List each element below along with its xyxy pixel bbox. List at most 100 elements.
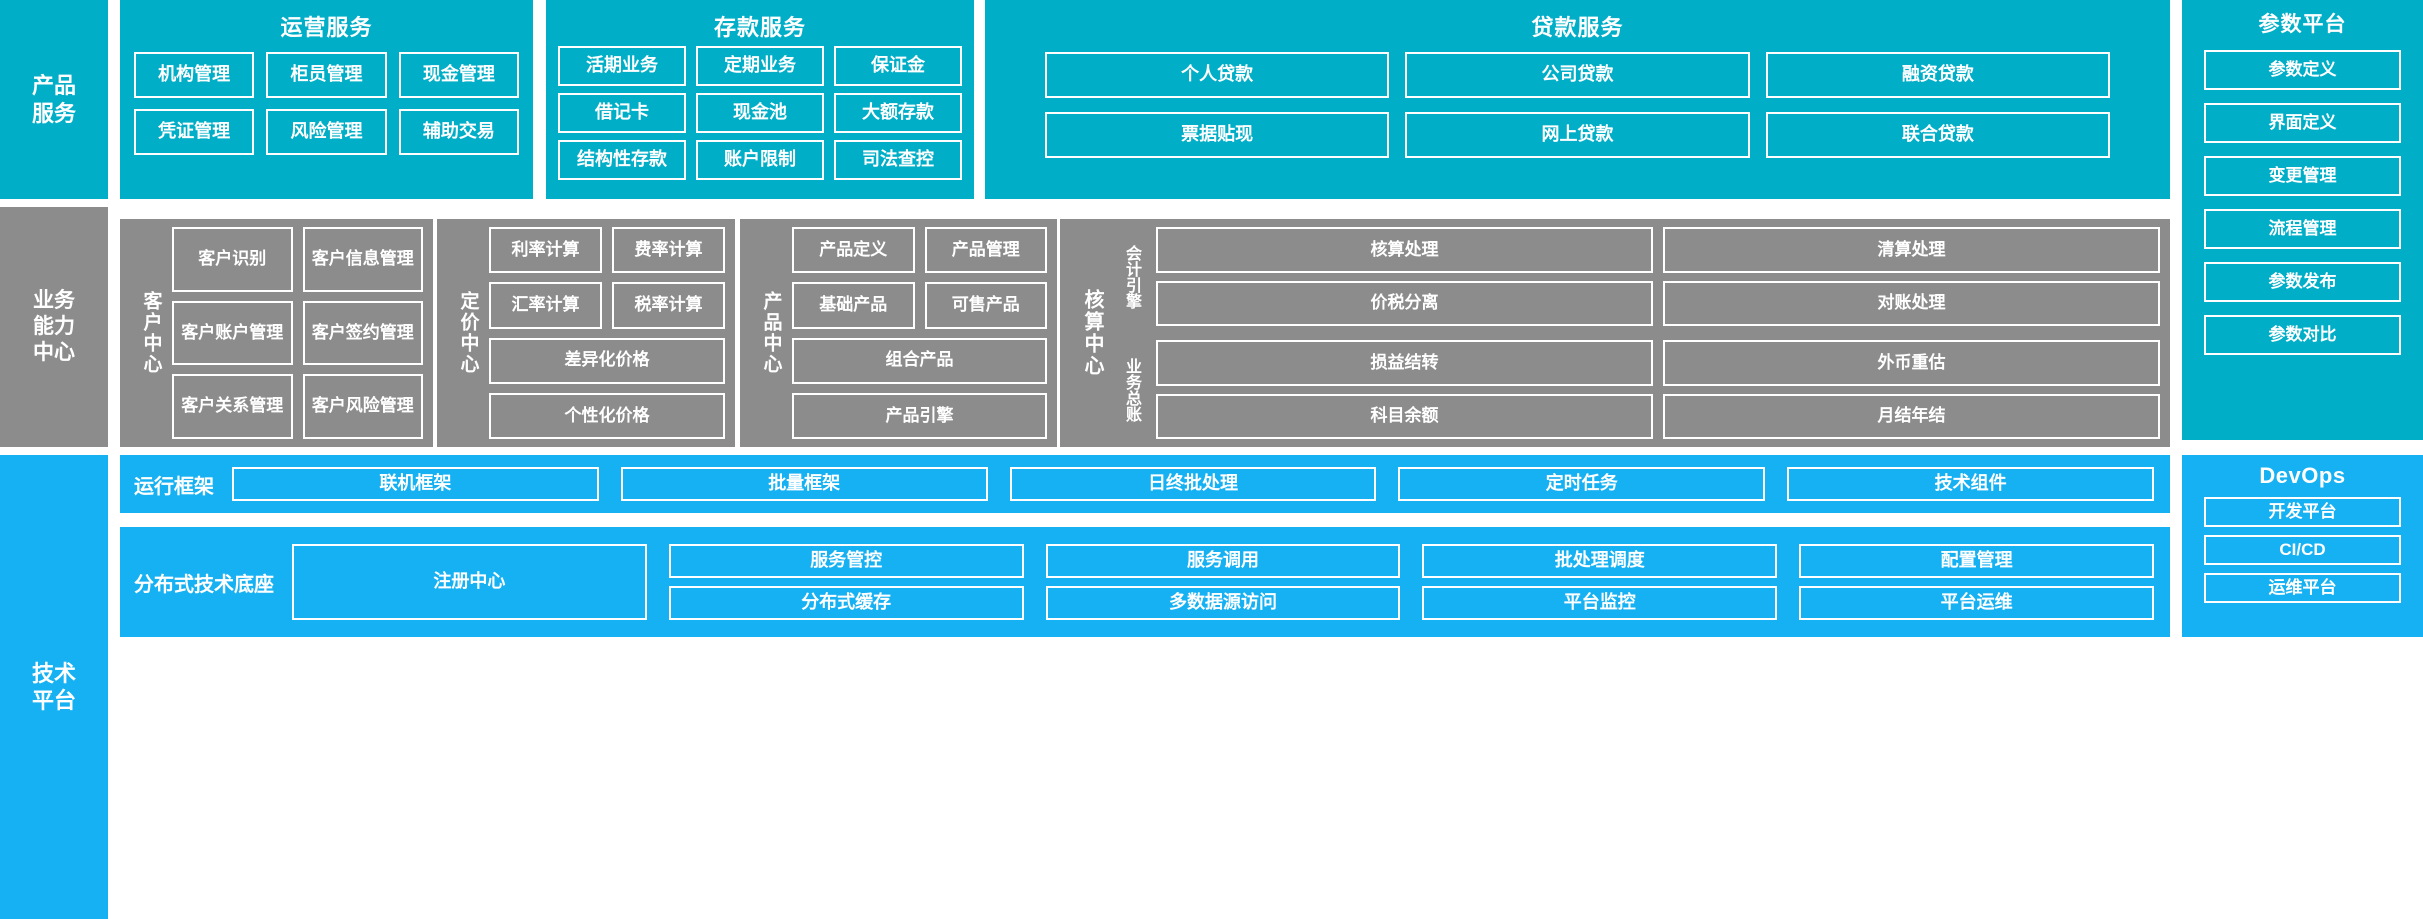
capability-item[interactable]: 核算处理 [1156,227,1653,273]
capability-item[interactable]: 客户签约管理 [302,300,423,366]
capability-item[interactable]: 利率计算 [489,227,602,274]
block-label-accounting-engine: 会计引擎 [1123,244,1140,309]
devops-item[interactable]: 运维平台 [2204,573,2401,603]
base-item[interactable]: 分布式缓存 [668,586,1024,620]
service-item[interactable]: 联合贷款 [1765,112,2110,158]
capability-item[interactable]: 客户账户管理 [172,300,293,366]
service-item[interactable]: 公司贷款 [1405,52,1750,98]
service-item[interactable]: 大额存款 [834,93,962,133]
base-item[interactable]: 平台运维 [1799,586,2154,620]
capability-item[interactable]: 基础产品 [792,282,915,329]
service-item[interactable]: 风险管理 [266,109,387,155]
capability-item[interactable]: 个性化价格 [489,392,725,439]
capability-item[interactable]: 客户风险管理 [302,374,423,440]
capability-item[interactable]: 外币重估 [1663,340,2160,386]
service-item[interactable]: 融资贷款 [1765,52,2110,98]
parameter-item[interactable]: 流程管理 [2204,209,2401,249]
framework-item[interactable]: 批量框架 [620,467,988,501]
loan-services-grid: 个人贷款 公司贷款 融资贷款 票据贴现 网上贷款 联合贷款 [985,42,2170,158]
service-item[interactable]: 活期业务 [558,46,686,86]
devops-platform: DevOps 开发平台 CI/CD 运维平台 [2182,455,2423,637]
capability-item[interactable]: 客户识别 [172,227,293,292]
base-item[interactable]: 批处理调度 [1422,544,1778,578]
capability-item[interactable]: 科目余额 [1156,393,1653,439]
service-item[interactable]: 司法查控 [834,140,962,180]
runtime-framework-label: 运行框架 [134,475,214,498]
framework-item[interactable]: 日终批处理 [1009,467,1377,501]
service-item[interactable]: 个人贷款 [1045,52,1390,98]
capability-item[interactable]: 价税分离 [1156,280,1653,326]
service-item[interactable]: 借记卡 [558,93,686,133]
service-item[interactable]: 现金池 [696,93,824,133]
base-column: 配置管理 平台运维 [1799,544,2154,620]
capability-item[interactable]: 产品定义 [792,227,915,274]
group-title-loan-services: 贷款服务 [1531,15,1624,40]
devops-item[interactable]: 开发平台 [2204,497,2401,527]
base-column: 服务调用 多数据源访问 [1045,544,1401,620]
center-label-customer: 客户中心 [140,291,162,375]
layer-label-business-capability: 业务能力中心 [0,207,108,447]
parameter-item[interactable]: 变更管理 [2204,156,2401,196]
base-item[interactable]: 注册中心 [292,544,647,620]
parameter-platform-list: 参数定义 界面定义 变更管理 流程管理 参数发布 参数对比 [2182,38,2423,355]
group-operation-services: 运营服务 机构管理 柜员管理 现金管理 凭证管理 风险管理 辅助交易 [120,0,533,199]
capability-item[interactable]: 可售产品 [924,282,1047,329]
capability-item[interactable]: 客户关系管理 [172,374,293,440]
accounting-block-engine: 会计引擎 核算处理 清算处理 价税分离 对账处理 [1114,227,2160,326]
distributed-base-items: 注册中心 服务管控 分布式缓存 服务调用 多数据源访问 批处理调度 平台监控 配… [292,544,2170,620]
capability-item[interactable]: 客户信息管理 [302,227,423,292]
capability-item[interactable]: 产品管理 [924,227,1047,274]
service-item[interactable]: 现金管理 [398,52,519,98]
devops-list: 开发平台 CI/CD 运维平台 [2182,489,2423,603]
center-label-product: 产品中心 [760,291,782,375]
base-item[interactable]: 多数据源访问 [1045,586,1401,620]
capability-item[interactable]: 组合产品 [792,337,1047,384]
service-item[interactable]: 账户限制 [696,140,824,180]
block-label-general-ledger: 业务总账 [1123,357,1140,422]
layer-label-text: 产品服务 [31,73,76,126]
service-item[interactable]: 辅助交易 [398,109,519,155]
parameter-item[interactable]: 界面定义 [2204,103,2401,143]
layer-label-technical-platform: 技术平台 [0,455,108,919]
accounting-block-general-ledger: 业务总账 损益结转 外币重估 科目余额 月结年结 [1114,340,2160,439]
devops-title: DevOps [2259,463,2346,488]
service-item[interactable]: 结构性存款 [558,140,686,180]
service-item[interactable]: 保证金 [834,46,962,86]
group-title-operation-services: 运营服务 [280,15,373,40]
capability-item[interactable]: 产品引擎 [792,392,1047,439]
base-column: 注册中心 [292,544,647,620]
center-label-pricing: 定价中心 [457,291,479,375]
service-item[interactable]: 柜员管理 [266,52,387,98]
framework-item[interactable]: 技术组件 [1787,467,2154,501]
layer-label-text: 技术平台 [31,660,76,714]
base-item[interactable]: 平台监控 [1422,586,1778,620]
group-loan-services: 贷款服务 个人贷款 公司贷款 融资贷款 票据贴现 网上贷款 联合贷款 [985,0,2170,199]
capability-item[interactable]: 月结年结 [1663,393,2160,439]
base-item[interactable]: 服务调用 [1045,544,1401,578]
base-item[interactable]: 配置管理 [1799,544,2154,578]
capability-item[interactable]: 对账处理 [1663,280,2160,326]
devops-item[interactable]: CI/CD [2204,535,2401,565]
center-accounting: 核算中心 会计引擎 核算处理 清算处理 价税分离 对账处理 [1060,219,2170,447]
capability-item[interactable]: 损益结转 [1156,340,1653,386]
base-item[interactable]: 服务管控 [668,544,1024,578]
center-customer: 客户中心 客户识别 客户信息管理 客户账户管理 客户签约管理 客户关系管理 客户… [120,219,433,447]
framework-item[interactable]: 联机框架 [232,467,599,501]
service-item[interactable]: 定期业务 [696,46,824,86]
parameter-platform-title: 参数平台 [2258,13,2347,36]
parameter-item[interactable]: 参数对比 [2204,315,2401,355]
service-item[interactable]: 凭证管理 [134,109,255,155]
service-item[interactable]: 票据贴现 [1045,112,1390,158]
capability-item[interactable]: 费率计算 [612,227,725,274]
parameter-item[interactable]: 参数发布 [2204,262,2401,302]
runtime-framework-band: 运行框架 联机框架 批量框架 日终批处理 定时任务 技术组件 [120,455,2170,513]
capability-item[interactable]: 差异化价格 [489,337,725,384]
center-label-accounting: 核算中心 [1081,289,1103,377]
capability-item[interactable]: 清算处理 [1663,227,2160,273]
capability-item[interactable]: 汇率计算 [489,282,602,329]
service-item[interactable]: 机构管理 [134,52,255,98]
capability-item[interactable]: 税率计算 [612,282,725,329]
framework-item[interactable]: 定时任务 [1398,467,1766,501]
parameter-item[interactable]: 参数定义 [2204,50,2401,90]
service-item[interactable]: 网上贷款 [1405,112,1750,158]
